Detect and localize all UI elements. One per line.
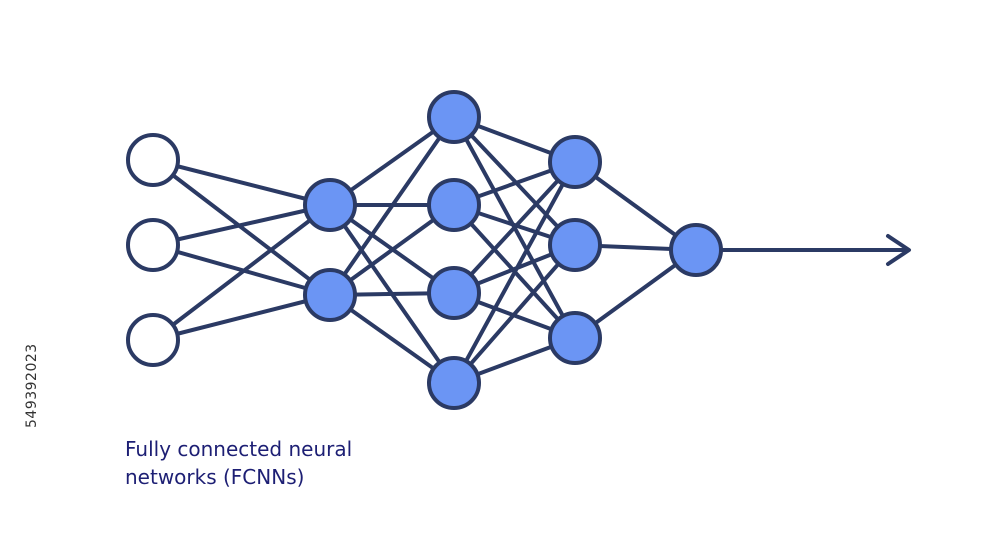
stock-id-label: 549392023 bbox=[24, 343, 40, 428]
connection-line bbox=[151, 293, 332, 342]
hidden-layer-3-node bbox=[548, 218, 602, 272]
hidden-layer-3-node bbox=[548, 135, 602, 189]
hidden-layer-2-node bbox=[427, 90, 481, 144]
arrow-head bbox=[886, 234, 911, 266]
connection-line bbox=[452, 243, 577, 385]
diagram-caption: Fully connected neural networks (FCNNs) bbox=[125, 435, 455, 491]
hidden-layer-1-node bbox=[303, 268, 357, 322]
hidden-layer-2-node bbox=[427, 178, 481, 232]
hidden-layer-2-node bbox=[427, 266, 481, 320]
connection-line bbox=[151, 203, 332, 342]
output-arrow bbox=[694, 234, 911, 266]
connection-line bbox=[452, 160, 577, 295]
output-layer-node bbox=[669, 223, 723, 277]
connections bbox=[151, 115, 698, 385]
connection-line bbox=[151, 203, 332, 247]
input-layer-node bbox=[126, 313, 180, 367]
connection-line bbox=[151, 158, 332, 297]
connection-line bbox=[151, 158, 332, 207]
connection-line bbox=[452, 115, 577, 247]
hidden-layer-1-node bbox=[303, 178, 357, 232]
neurons bbox=[126, 90, 723, 410]
input-layer-node bbox=[126, 133, 180, 187]
connection-line bbox=[328, 115, 456, 297]
connection-line bbox=[452, 160, 577, 385]
hidden-layer-2-node bbox=[427, 356, 481, 410]
input-layer-node bbox=[126, 218, 180, 272]
hidden-layer-3-node bbox=[548, 311, 602, 365]
caption-line-2: networks (FCNNs) bbox=[125, 465, 305, 489]
caption-line-1: Fully connected neural bbox=[125, 437, 353, 461]
